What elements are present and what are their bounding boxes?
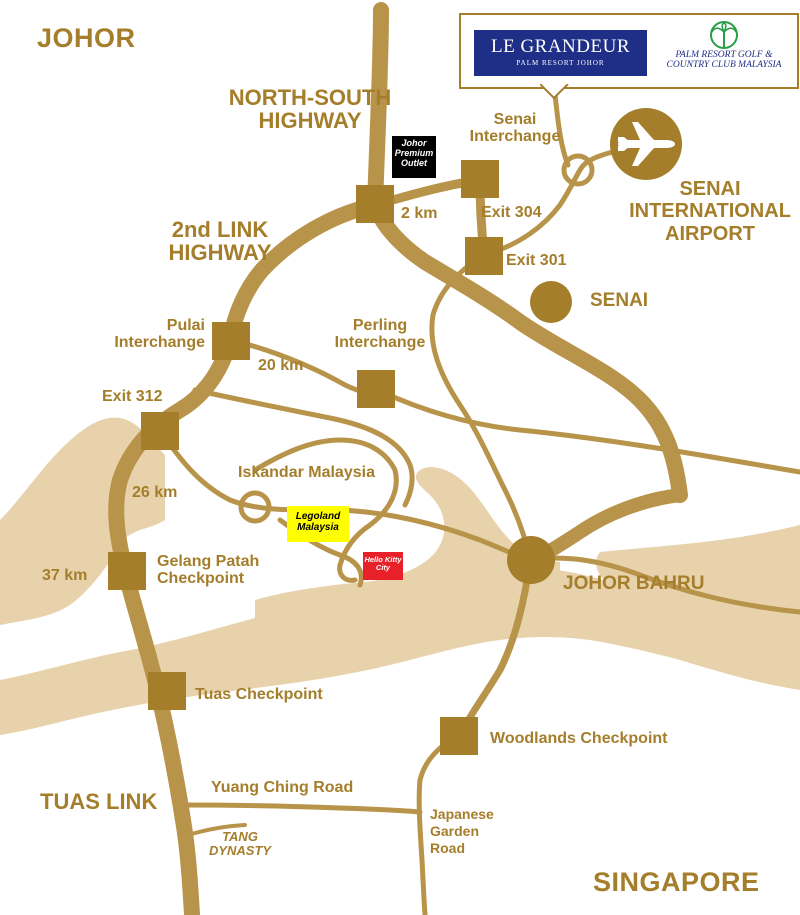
brand-subtitle: PALM RESORT JOHOR [516, 59, 605, 67]
gelang-patah-node [108, 552, 146, 590]
causeway-road [456, 556, 534, 739]
exit-304-label: Exit 304 [481, 204, 542, 221]
second-link-highway-label: 2nd LINK HIGHWAY [168, 217, 272, 266]
japanese-garden-road-label: Japanese Garden Road [430, 806, 494, 856]
brand-title: LE GRANDEUR [490, 36, 631, 57]
iskandar-inner-road [252, 437, 399, 583]
airplane-icon [610, 108, 682, 180]
club-name: PALM RESORT GOLF & COUNTRY CLUB MALAYSIA [666, 50, 782, 70]
tang-dynasty-road [186, 823, 247, 837]
exit-301-node [465, 237, 503, 275]
senai-town-marker [530, 281, 572, 323]
iskandar-roundabout [238, 490, 272, 524]
legoland-tag: Legoland Malaysia [287, 506, 349, 542]
senai-interchange-node [461, 160, 499, 198]
second-link-highway-road [108, 197, 383, 915]
pulai-interchange-node [212, 322, 250, 360]
iskandar-north-road [192, 387, 415, 508]
strait-water-main [0, 568, 800, 735]
tuas-checkpoint-node [148, 672, 186, 710]
senai-roundabout [561, 153, 595, 187]
exit-312-node [141, 412, 179, 450]
tang-dynasty-label: TANG DYNASTY [208, 829, 272, 858]
johor-bahru-label: JOHOR BAHRU [563, 573, 705, 594]
johor-premium-node [356, 185, 394, 223]
distance-20km: 20 km [258, 357, 304, 374]
skudai-road [429, 252, 533, 563]
east-water [596, 525, 800, 640]
woodlands-checkpoint-label: Woodlands Checkpoint [490, 730, 668, 747]
tuas-link-label: TUAS LINK [40, 789, 158, 814]
hotel-logo-callout: LE GRANDEUR PALM RESORT JOHOR PALM RESOR… [459, 13, 799, 89]
hello-kitty-tag: Hello Kitty City [363, 552, 403, 580]
yuang-ching-road-label: Yuang Ching Road [211, 779, 354, 796]
premium-outlet-tag: Johor Premium Outlet [392, 136, 436, 178]
senai-label: SENAI [590, 290, 649, 311]
woodlands-checkpoint-node [440, 717, 478, 755]
region-johor: JOHOR [37, 23, 136, 53]
callout-pointer [540, 84, 569, 100]
distance-37km: 37 km [42, 567, 88, 584]
distance-26km: 26 km [132, 484, 178, 501]
airport-label: SENAI INTERNATIONAL AIRPORT [629, 178, 791, 245]
le-grandeur-brand: LE GRANDEUR PALM RESORT JOHOR [474, 30, 647, 76]
johor-bahru-marker [507, 536, 555, 584]
perling-interchange-label: Perling Interchange [334, 317, 426, 351]
palm-leaf-icon [706, 20, 742, 50]
tuas-checkpoint-label: Tuas Checkpoint [195, 686, 323, 703]
distance-2km: 2 km [401, 205, 438, 222]
yuang-ching-road [180, 802, 423, 815]
perling-interchange-node [357, 370, 395, 408]
exit-312-label: Exit 312 [102, 388, 163, 405]
perling-east-road [375, 387, 800, 475]
senai-interchange-label: Senai Interchange [469, 111, 561, 145]
region-singapore: SINGAPORE [593, 867, 760, 897]
jb-east-road [527, 555, 800, 615]
north-south-highway-label: NORTH-SOUTH HIGHWAY [228, 85, 392, 134]
north-south-highway-road [367, 2, 688, 503]
pulai-interchange-label: Pulai Interchange [114, 317, 205, 351]
gelang-patah-label: Gelang Patah Checkpoint [157, 553, 260, 587]
airport-road [481, 147, 623, 258]
bay-water [255, 467, 560, 625]
iskandar-label: Iskandar Malaysia [238, 464, 375, 481]
exit-301-label: Exit 301 [506, 252, 567, 269]
